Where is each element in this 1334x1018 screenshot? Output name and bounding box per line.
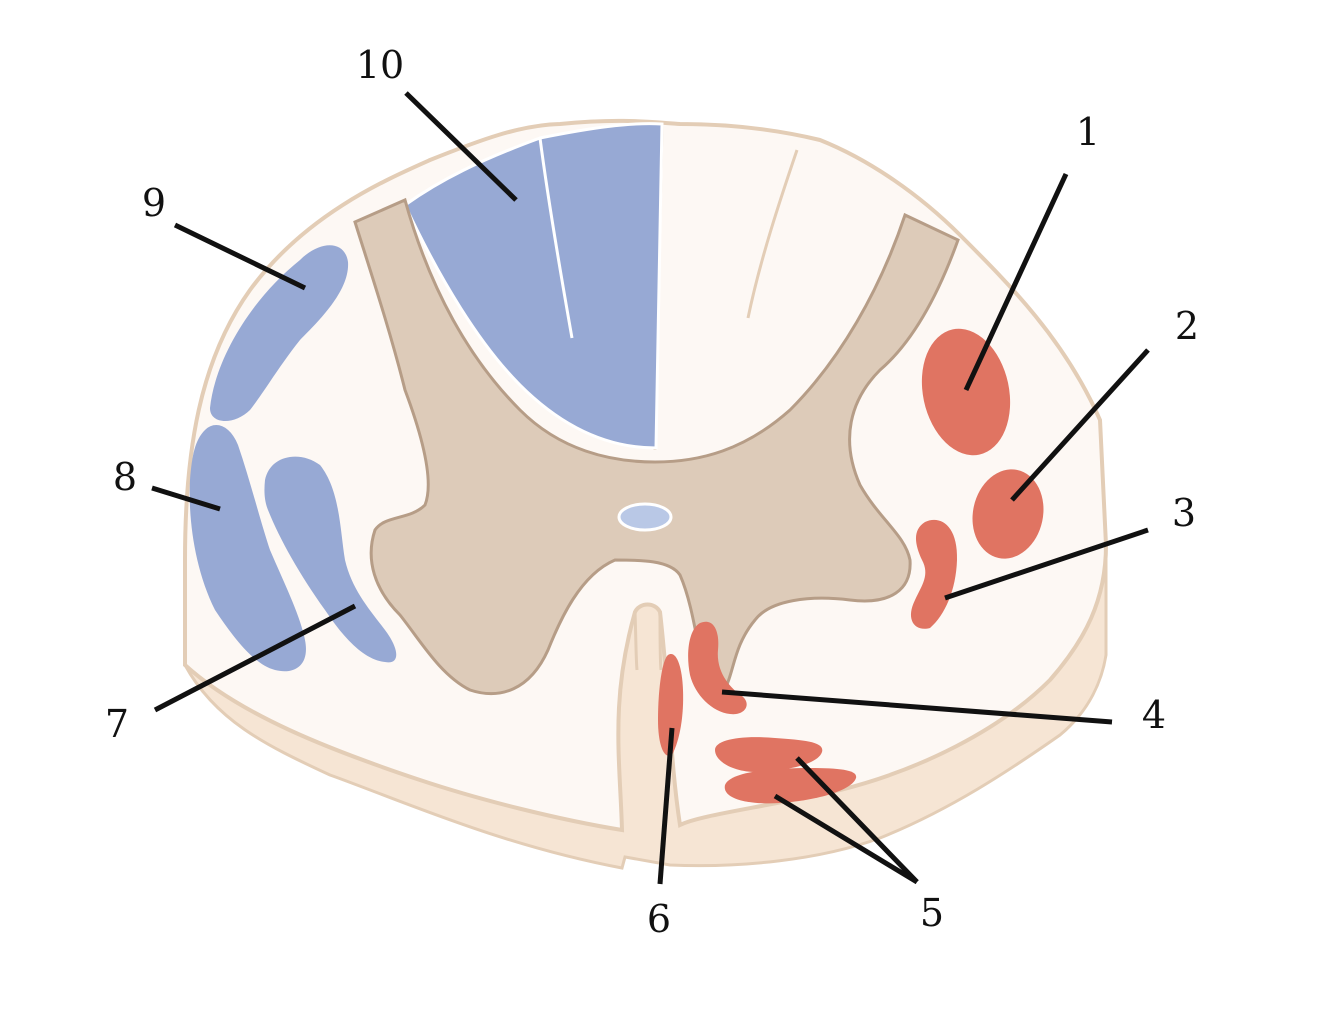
label-8: 8 [113, 455, 137, 499]
label-4: 4 [1142, 693, 1166, 737]
label-9: 9 [142, 181, 166, 225]
label-2: 2 [1175, 304, 1199, 348]
label-3: 3 [1172, 491, 1196, 535]
label-10: 10 [356, 43, 404, 87]
label-6: 6 [647, 897, 671, 941]
label-5: 5 [920, 891, 944, 935]
label-1: 1 [1076, 110, 1100, 154]
label-7: 7 [105, 702, 129, 746]
central-canal [619, 504, 671, 530]
